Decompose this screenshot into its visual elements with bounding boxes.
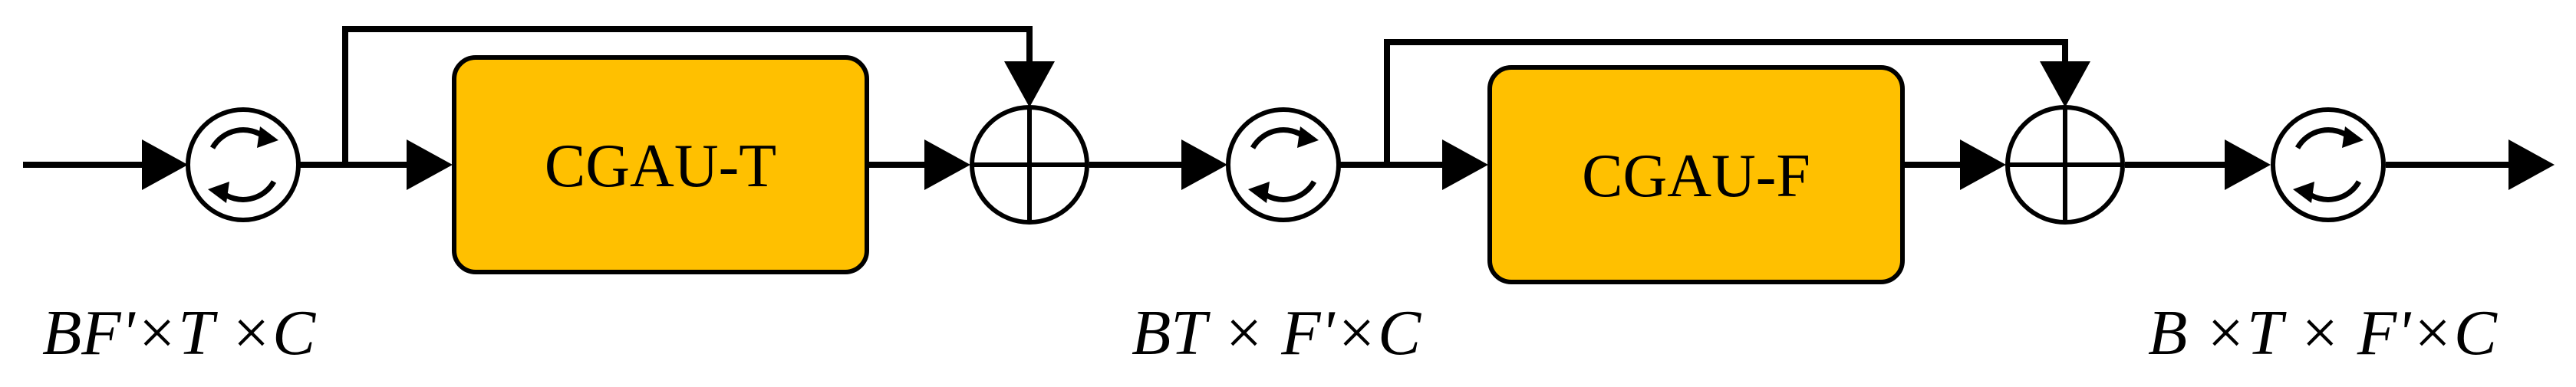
input-arrowhead [142,139,188,190]
cgau-f-label: CGAU-F [1582,143,1810,210]
middle-dimension-label: BT × F'×C [1132,297,1421,369]
skip-connection-2 [1384,39,2068,165]
cgau-t-label: CGAU-T [545,133,776,200]
main-connections [23,139,2555,190]
sum2-to-permute3-arrowhead [2225,139,2271,190]
circle-plus-icon [2005,105,2125,225]
input-dimension-label: BF'×T ×C [42,297,316,369]
circular-arrows-icon [186,107,301,222]
sum1-to-permute2-arrowhead [1181,139,1227,190]
skip-connection-1-arrowhead [1004,61,1055,107]
cgaut-to-sum1-arrowhead [924,139,970,190]
skip-connection-2-arrowhead [2040,61,2090,107]
skip-connection-1 [342,26,1033,165]
circle-plus-icon [970,105,1089,225]
output-dimension-label: B ×T × F'×C [2148,297,2497,369]
permute2-to-cgauf-arrowhead [1442,139,1488,190]
cgau-f-block: CGAU-F [1487,65,1905,284]
output-arrowhead [2508,139,2555,190]
circular-arrows-icon [2271,107,2386,222]
cgauf-to-sum2-arrowhead [1960,139,2006,190]
permute1-to-cgaut-arrowhead [407,139,453,190]
cgau-t-block: CGAU-T [452,55,869,274]
skip-connections [342,26,2090,165]
circular-arrows-icon [1226,107,1341,222]
